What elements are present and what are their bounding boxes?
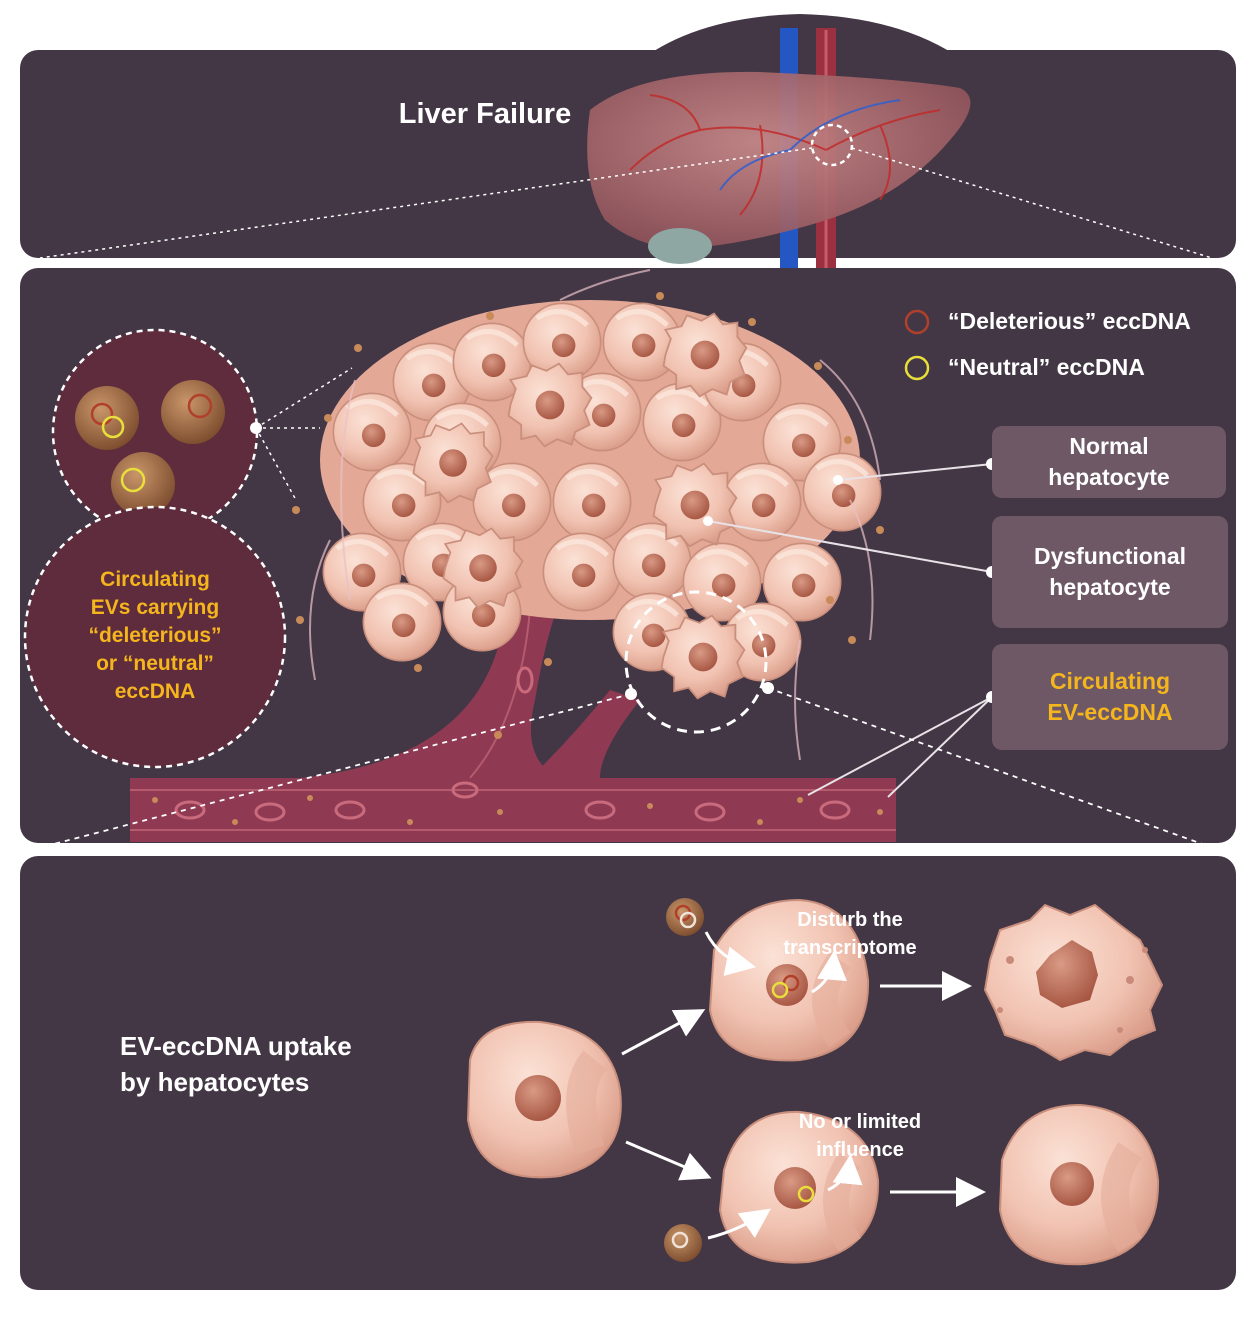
normal-hepatocyte-result bbox=[998, 1103, 1160, 1266]
zoom-circle-liver bbox=[810, 123, 854, 167]
legend-neutral-label: “Neutral” eccDNA bbox=[948, 354, 1145, 380]
disturb-line2: transcriptome bbox=[783, 937, 917, 959]
callout-dysfunctional-hepatocyte: Dysfunctional hepatocyte bbox=[992, 516, 1228, 628]
callout-circulating-line1: Circulating bbox=[1049, 668, 1171, 694]
limited-line1: No or limited bbox=[798, 1111, 922, 1133]
source-hepatocyte bbox=[466, 1020, 622, 1179]
legend-neutral-circle bbox=[904, 355, 930, 381]
ev-caption-line1: Circulating bbox=[100, 568, 210, 591]
legend-deleterious-circle bbox=[904, 309, 930, 335]
callout-dysfunctional-line1: Dysfunctional bbox=[1033, 543, 1187, 569]
callout-leaders bbox=[707, 463, 993, 798]
callout-normal-hepatocyte: Normal hepatocyte bbox=[992, 426, 1226, 498]
ev-caption-line3: “deleterious” bbox=[88, 624, 222, 647]
upper-recipient-hepatocyte bbox=[708, 898, 870, 1062]
callout-circulating-line2: EV-eccDNA bbox=[1047, 699, 1173, 725]
blood-vessel bbox=[130, 595, 896, 842]
dysfunctional-hepatocyte-result bbox=[983, 903, 1164, 1062]
ev-deleterious-bottom bbox=[666, 898, 704, 936]
uptake-title-line2: by hepatocytes bbox=[120, 1067, 310, 1097]
liver-vessels bbox=[629, 94, 941, 216]
ev-neutral-bottom bbox=[664, 1224, 702, 1262]
disturb-line1: Disturb the bbox=[797, 909, 903, 931]
ev-particles bbox=[75, 380, 225, 516]
liver-failure-title: Liver Failure bbox=[398, 98, 572, 130]
zoom-circle-cell bbox=[624, 590, 768, 734]
ev-caption-line4: or “neutral” bbox=[96, 652, 214, 675]
hepatocyte-cluster bbox=[292, 269, 884, 761]
bottom-panel bbox=[20, 856, 1236, 1290]
callout-normal-line2: hepatocyte bbox=[1048, 464, 1170, 490]
callout-normal-line1: Normal bbox=[1069, 433, 1149, 459]
legend-deleterious-label: “Deleterious” eccDNA bbox=[948, 308, 1191, 334]
ev-caption-line5: eccDNA bbox=[114, 680, 196, 703]
callout-circulating-ev-eccdna: Circulating EV-eccDNA bbox=[992, 644, 1228, 750]
ev-caption-line2: EVs carrying bbox=[90, 596, 220, 619]
ev-bubble-caption: Circulating EVs carrying “deleterious” o… bbox=[55, 566, 255, 706]
uptake-title-line1: EV-eccDNA uptake bbox=[120, 1031, 352, 1061]
liver-organ bbox=[587, 71, 971, 249]
gallbladder bbox=[648, 228, 712, 264]
disturb-transcriptome-label: Disturb the transcriptome bbox=[760, 906, 940, 962]
ev-caption-bubble bbox=[23, 505, 287, 769]
limited-line2: influence bbox=[816, 1139, 904, 1161]
limited-influence-label: No or limited influence bbox=[770, 1108, 950, 1164]
uptake-title: EV-eccDNA uptake by hepatocytes bbox=[120, 1028, 440, 1100]
callout-dysfunctional-line2: hepatocyte bbox=[1049, 574, 1171, 600]
